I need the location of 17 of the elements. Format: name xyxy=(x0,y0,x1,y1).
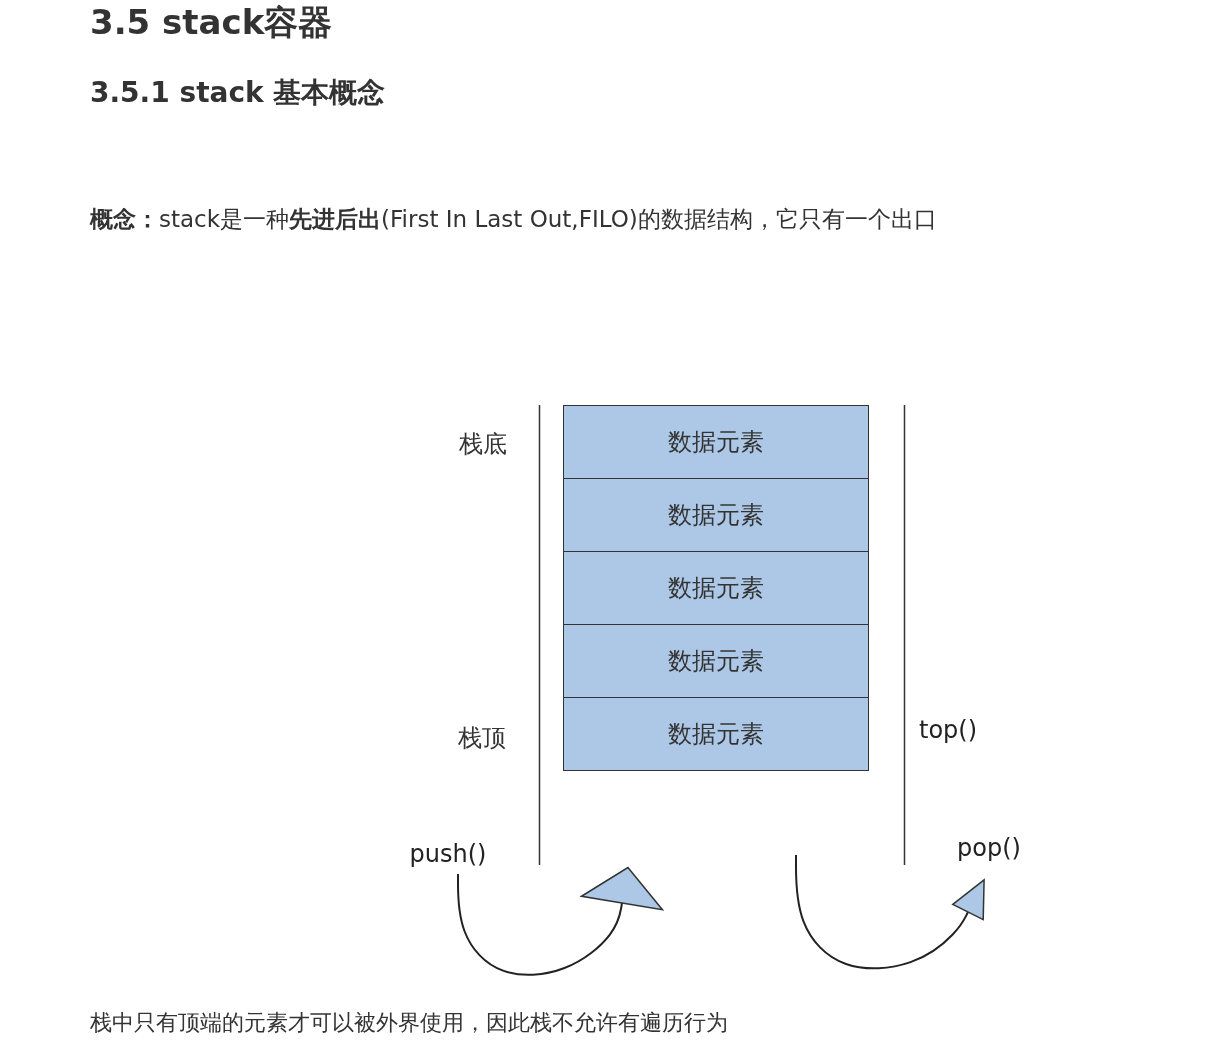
note-text: 栈中只有顶端的元素才可以被外界使用，因此栈不允许有遍历行为 xyxy=(90,1009,728,1037)
curved-arrow xyxy=(795,854,985,970)
stack-top-label: 栈顶 xyxy=(458,723,506,754)
method-label: push() xyxy=(402,836,494,872)
stack-element-box: 数据元素 xyxy=(563,478,869,552)
method-label: pop() xyxy=(950,830,1028,866)
curved-arrow xyxy=(457,866,664,976)
method-label: top() xyxy=(919,716,978,744)
stack-element-box: 数据元素 xyxy=(563,624,869,698)
stack-bottom-label: 栈底 xyxy=(459,429,507,460)
subheading: 3.5.1 stack 基本概念 xyxy=(90,75,386,111)
stack-element-box: 数据元素 xyxy=(563,551,869,625)
stack-element-box: 数据元素 xyxy=(563,697,869,771)
definition-text: 概念：stack是一种先进后出(First In Last Out,FILO)的数据结构，它只有一个出口 xyxy=(90,205,937,234)
stack-container xyxy=(539,405,905,865)
heading: 3.5 stack容器 xyxy=(90,1,333,44)
stack-element-box: 数据元素 xyxy=(563,405,869,479)
